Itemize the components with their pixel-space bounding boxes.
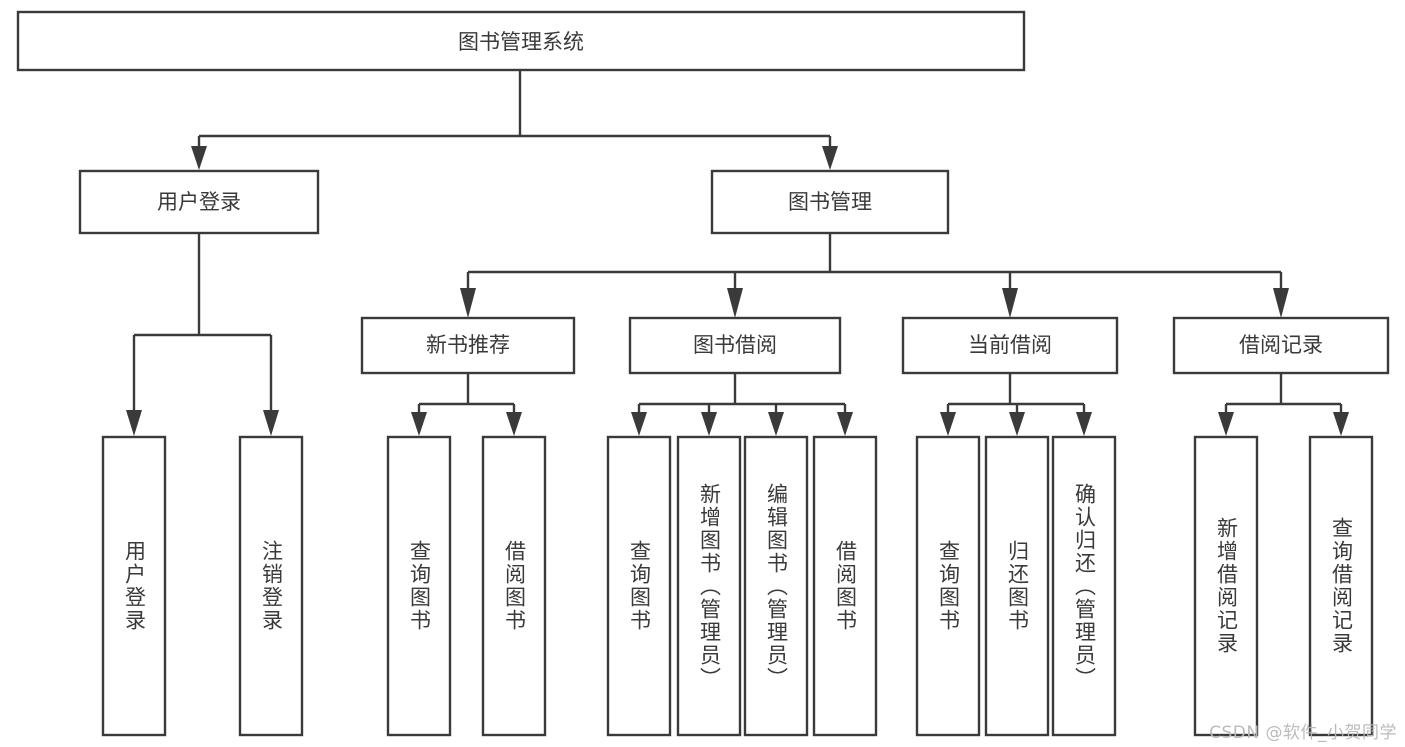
arrowhead-borrow-record bbox=[1273, 288, 1289, 318]
node-box-leaf-query-book-2[interactable] bbox=[606, 435, 672, 737]
arrowhead-leaf-edit-book bbox=[768, 412, 784, 436]
node-box-leaf-borrow-book-1[interactable] bbox=[481, 435, 547, 737]
node-box-book-management[interactable] bbox=[710, 169, 950, 235]
arrowhead-leaf-query-book-1 bbox=[411, 412, 427, 436]
arrowhead-leaf-borrow-book-2 bbox=[837, 412, 853, 436]
node-label-new-book-recommend: 新书推荐 bbox=[426, 333, 510, 357]
arrowhead-leaf-query-book-3 bbox=[940, 412, 956, 436]
arrowhead-leaf-add-book bbox=[701, 412, 717, 436]
node-box-leaf-add-book[interactable] bbox=[676, 435, 742, 737]
arrowhead-book-borrow bbox=[727, 288, 743, 318]
arrowhead-new-book-recommend bbox=[460, 288, 476, 318]
node-label-user-login: 用户登录 bbox=[157, 190, 241, 214]
arrowhead-leaf-borrow-book-1 bbox=[506, 412, 522, 436]
arrowhead-current-borrow bbox=[1002, 288, 1018, 318]
arrowhead-leaf-query-record bbox=[1333, 412, 1349, 436]
node-box-leaf-confirm-return[interactable] bbox=[1051, 435, 1117, 737]
node-label-borrow-record: 借阅记录 bbox=[1239, 333, 1323, 357]
node-box-book-borrow[interactable] bbox=[628, 316, 842, 375]
node-box-leaf-logout[interactable] bbox=[238, 435, 304, 737]
arrowhead-user-login bbox=[191, 146, 207, 170]
node-box-new-book-recommend[interactable] bbox=[360, 316, 576, 375]
csdn-watermark: CSDN @软件_小贺同学 bbox=[1209, 723, 1397, 743]
arrowhead-leaf-add-record bbox=[1218, 412, 1234, 436]
arrowhead-leaf-user-login bbox=[126, 410, 142, 436]
arrowhead-leaf-return-book bbox=[1009, 412, 1025, 436]
node-box-leaf-borrow-book-2[interactable] bbox=[812, 435, 878, 737]
node-box-current-borrow[interactable] bbox=[901, 316, 1119, 375]
node-label-book-borrow: 图书借阅 bbox=[693, 333, 777, 357]
node-box-borrow-record[interactable] bbox=[1172, 316, 1390, 375]
node-box-leaf-return-book[interactable] bbox=[984, 435, 1050, 737]
node-box-leaf-add-record[interactable] bbox=[1193, 435, 1259, 737]
node-box-leaf-query-book-1[interactable] bbox=[386, 435, 452, 737]
node-label-current-borrow: 当前借阅 bbox=[968, 333, 1052, 357]
node-label-root: 图书管理系统 bbox=[458, 30, 584, 54]
node-label-book-management: 图书管理 bbox=[788, 190, 872, 214]
arrowhead-leaf-query-book-2 bbox=[631, 412, 647, 436]
node-box-leaf-query-book-3[interactable] bbox=[915, 435, 981, 737]
connector-layer bbox=[126, 70, 1349, 436]
arrowhead-leaf-logout bbox=[263, 410, 279, 436]
node-layer: 图书管理系统 用户登录 图书管理 新书推荐 图书借阅 当前借阅 借阅记录 bbox=[16, 10, 1390, 737]
node-box-leaf-user-login[interactable] bbox=[101, 435, 167, 737]
arrowhead-book-management bbox=[822, 146, 838, 170]
node-box-user-login[interactable] bbox=[78, 169, 320, 235]
node-box-leaf-edit-book[interactable] bbox=[743, 435, 809, 737]
node-box-leaf-query-record[interactable] bbox=[1308, 435, 1374, 737]
arrowhead-leaf-confirm-return bbox=[1076, 412, 1092, 436]
node-box-root[interactable] bbox=[16, 10, 1026, 72]
